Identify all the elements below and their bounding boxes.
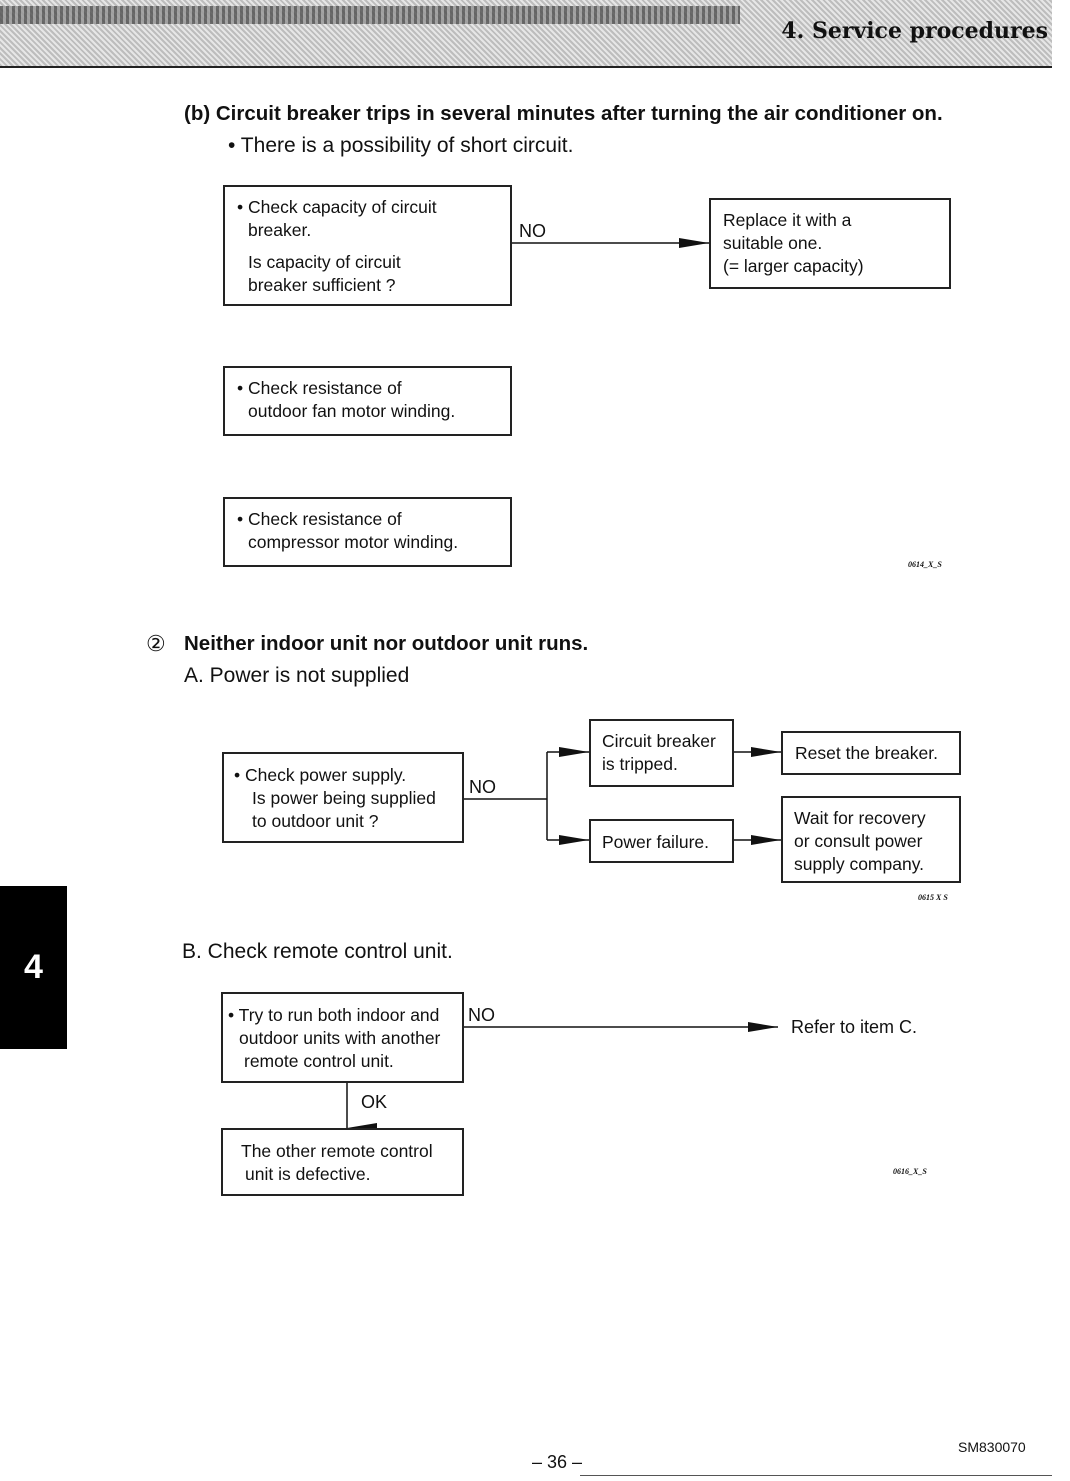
box-text: is tripped. xyxy=(602,754,678,774)
header-pattern xyxy=(0,6,740,24)
box-text: • Check resistance of xyxy=(237,378,402,398)
remote-defective-box: The other remote control unit is defecti… xyxy=(221,1128,464,1196)
section-b-subtitle: • There is a possibility of short circui… xyxy=(228,134,574,157)
box-text: • Check power supply. xyxy=(234,765,407,785)
box-text: or consult power xyxy=(794,831,923,851)
wait-recovery-box: Wait for recovery or consult power suppl… xyxy=(781,796,961,883)
box-text: Is power being supplied xyxy=(252,788,436,808)
figure-code: 0616_X_S xyxy=(893,1167,927,1176)
no-label: NO xyxy=(519,221,546,241)
refer-item-c: Refer to item C. xyxy=(791,1017,918,1037)
chapter-tab: 4 xyxy=(0,886,67,1049)
box-text: compressor motor winding. xyxy=(248,532,459,552)
box-text: • Check capacity of circuit xyxy=(237,197,437,217)
box-text: unit is defective. xyxy=(245,1164,371,1184)
box-text: suitable one. xyxy=(723,233,823,253)
ok-label: OK xyxy=(361,1092,388,1112)
box-text: Wait for recovery xyxy=(794,808,926,828)
item-b-label: B. Check remote control unit. xyxy=(182,940,453,963)
box-text: Reset the breaker. xyxy=(795,743,938,763)
box-text: remote control unit. xyxy=(244,1051,394,1071)
no-label: NO xyxy=(468,1005,495,1025)
page-number: – 36 – xyxy=(532,1452,583,1472)
figure-code: 0614_X_S xyxy=(908,560,942,569)
item-a-label: A. Power is not supplied xyxy=(184,664,410,687)
header-title: 4. Service procedures xyxy=(781,18,1048,44)
header-band xyxy=(0,0,1052,68)
box-text: breaker sufficient ? xyxy=(248,275,396,295)
section-b-heading: (b) Circuit breaker trips in several min… xyxy=(184,102,943,125)
no-label: NO xyxy=(469,777,496,797)
replace-breaker-box: Replace it with a suitable one. (= large… xyxy=(709,198,951,289)
check-capacity-box: • Check capacity of circuit breaker. Is … xyxy=(223,185,512,306)
box-text: • Check resistance of xyxy=(237,509,402,529)
box-text: • Try to run both indoor and xyxy=(228,1005,440,1025)
check-fan-motor-box: • Check resistance of outdoor fan motor … xyxy=(223,366,512,436)
section-2-heading: Neither indoor unit nor outdoor unit run… xyxy=(184,632,589,655)
box-text: supply company. xyxy=(794,854,925,874)
box-text: Power failure. xyxy=(602,832,709,852)
power-failure-box: Power failure. xyxy=(589,819,734,863)
check-compressor-box: • Check resistance of compressor motor w… xyxy=(223,497,512,567)
box-text: outdoor units with another xyxy=(239,1028,441,1048)
reset-breaker-box: Reset the breaker. xyxy=(781,731,961,775)
document-code: SM830070 xyxy=(958,1439,1026,1455)
box-text: Replace it with a xyxy=(723,210,852,230)
footer-rule xyxy=(580,1475,1052,1476)
box-text: outdoor fan motor winding. xyxy=(248,401,456,421)
box-text: (= larger capacity) xyxy=(723,256,864,276)
try-remote-box: • Try to run both indoor and outdoor uni… xyxy=(221,992,464,1083)
box-text: The other remote control xyxy=(241,1141,433,1161)
box-text: Is capacity of circuit xyxy=(248,252,401,272)
section-marker: ② xyxy=(146,631,166,656)
box-text: Circuit breaker xyxy=(602,731,716,751)
box-text: to outdoor unit ? xyxy=(252,811,379,831)
figure-code: 0615 X S xyxy=(918,893,948,902)
box-text: breaker. xyxy=(248,220,312,240)
check-power-box: • Check power supply. Is power being sup… xyxy=(222,752,464,843)
breaker-tripped-box: Circuit breaker is tripped. xyxy=(589,719,734,787)
